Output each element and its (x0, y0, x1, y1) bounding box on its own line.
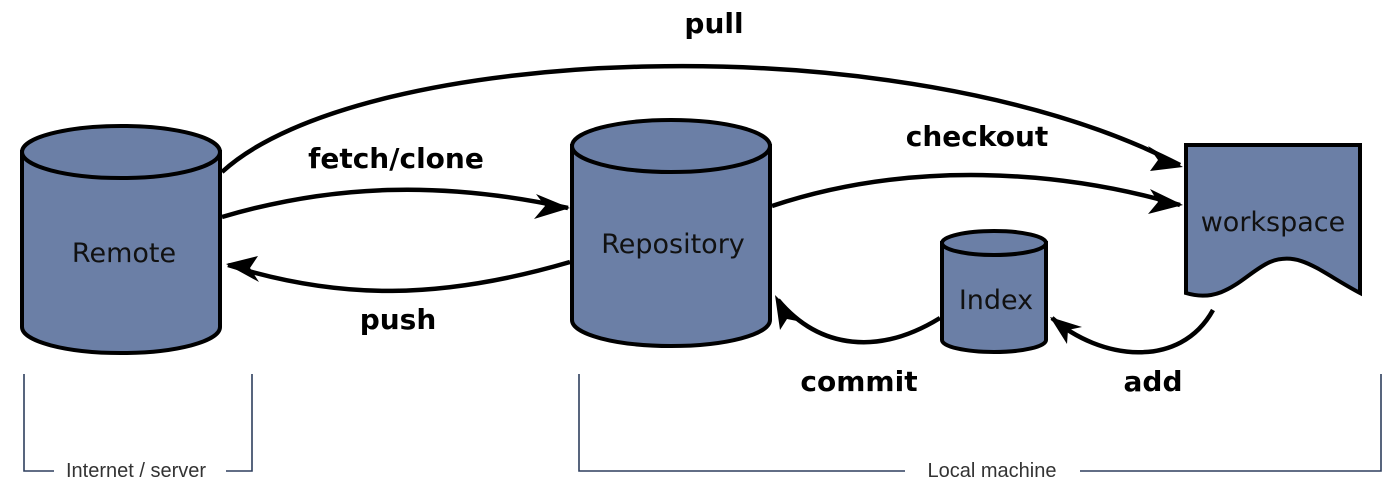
repository-node: Repository (570, 118, 772, 348)
push-label: push (360, 303, 437, 336)
checkout-label: checkout (906, 120, 1049, 153)
commit-arrowhead (775, 295, 802, 330)
local-machine-bracket: Local machine (578, 374, 1382, 482)
workspace-label: workspace (1201, 207, 1346, 238)
commit-arrow (776, 298, 942, 345)
fetch-clone-arrow (221, 187, 569, 220)
internet-server-bracket: Internet / server (23, 374, 253, 482)
add-label: add (1124, 365, 1183, 398)
add-arrow (1050, 308, 1215, 355)
pull-arrow (220, 63, 1182, 174)
local-machine-label: Local machine (928, 460, 1057, 482)
add-arrowhead (1050, 317, 1082, 344)
pull-arrowhead (1148, 146, 1183, 171)
remote-label: Remote (72, 238, 176, 269)
commit-label: commit (800, 365, 917, 398)
remote-node: Remote (20, 124, 222, 355)
repository-label: Repository (601, 229, 745, 260)
checkout-arrow (771, 172, 1181, 209)
index-label: Index (959, 285, 1033, 316)
pull-label: pull (684, 7, 743, 40)
push-arrow (227, 259, 571, 294)
checkout-arrowhead (1148, 189, 1183, 214)
push-arrowhead (226, 256, 259, 282)
index-node: Index (940, 229, 1048, 354)
fetch-clone-label: fetch/clone (308, 142, 484, 175)
workspace-node: workspace (1184, 143, 1362, 298)
internet-server-label: Internet / server (66, 460, 206, 482)
fetch-clone-arrowhead (534, 194, 570, 219)
